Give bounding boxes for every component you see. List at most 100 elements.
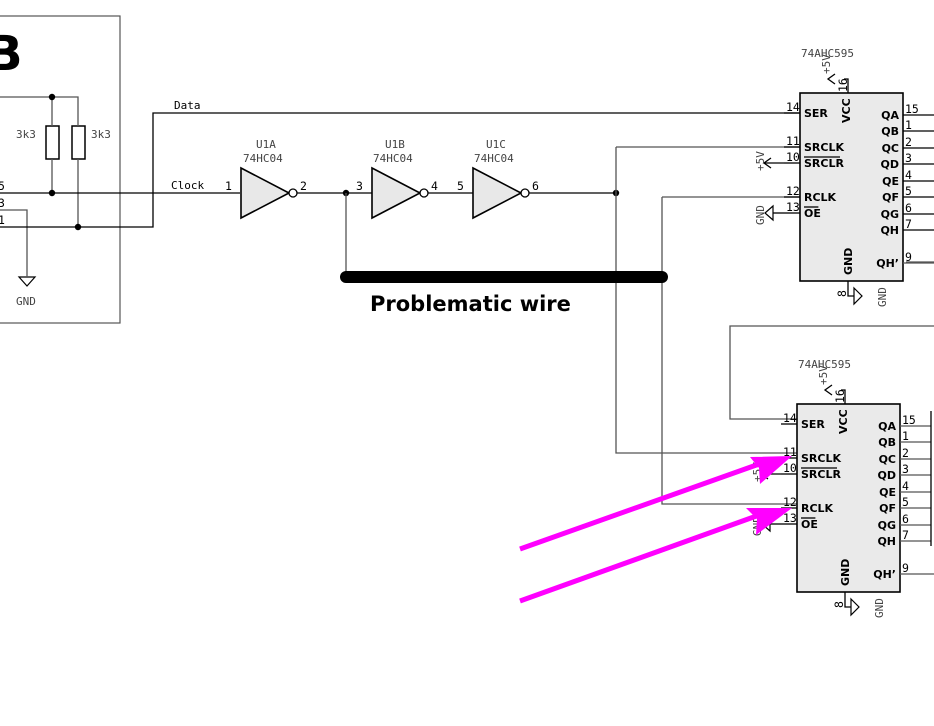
pin-name-qg: QG [878, 519, 896, 532]
inverter-ref: U1B [385, 138, 405, 151]
connector-pin-5: 5 [0, 179, 5, 193]
cascade-ser-wire[interactable] [729, 325, 934, 420]
chip-part-label: 74AHC595 [801, 47, 854, 60]
pin-name-rclk: RCLK [804, 191, 837, 204]
pin-number: 9 [902, 561, 909, 575]
pin-name-srclk: SRCLK [801, 452, 841, 465]
gnd-power-label: GND [876, 287, 889, 307]
inverter-part: 74HC04 [474, 152, 514, 165]
vcc-pin-number: 16 [836, 78, 850, 92]
inverter-bubble-icon [419, 188, 429, 198]
connector-block: B 3k3 3k3 5 3 1 GND [0, 15, 121, 324]
pin-number: 13 [786, 200, 800, 214]
annotation-arrows [519, 456, 792, 604]
clock-net-label: Clock [171, 179, 204, 192]
pin-name-qb: QB [881, 125, 899, 138]
inverter-part: 74HC04 [373, 152, 413, 165]
inverter-in-pin: 5 [457, 179, 464, 193]
pin-number: 13 [783, 511, 797, 525]
pin-name-qe: QE [879, 486, 896, 499]
inverter-u1a[interactable]: U1A 74HC04 1 2 [225, 138, 307, 220]
pin-name-oe: OE [804, 207, 821, 220]
pin-number: 15 [902, 413, 916, 427]
arrow-srclk-shaft [519, 460, 763, 552]
pin-number: 7 [905, 217, 912, 231]
pin-name-qh’: QH’ [876, 257, 899, 270]
resistor-r1-value: 3k3 [16, 128, 36, 141]
inverter-out-pin: 2 [300, 179, 307, 193]
pin-name-oe: OE [801, 518, 818, 531]
pin-number: 10 [783, 461, 797, 475]
vcc-pin-number: 16 [833, 389, 847, 403]
pin-number: 10 [786, 150, 800, 164]
pin-name-qf: QF [879, 502, 896, 515]
inverter-in-pin: 3 [356, 179, 363, 193]
srclk-wire[interactable] [615, 147, 800, 454]
pin-number: 6 [902, 512, 909, 526]
pin-name-qd: QD [878, 469, 896, 482]
resistor-r1[interactable] [45, 125, 60, 160]
pin-name-qh’: QH’ [873, 568, 896, 581]
pin-name-qf: QF [882, 191, 899, 204]
pin-number: 6 [905, 201, 912, 215]
pin-number: 1 [902, 429, 909, 443]
srclr-power-label: +5V [754, 151, 767, 171]
gnd-symbol-icon [853, 286, 863, 306]
chip-body [796, 403, 901, 593]
pin-number: 5 [902, 495, 909, 509]
inverter-triangle-icon [240, 166, 291, 220]
inverter-in-pin: 1 [225, 179, 232, 193]
power-5v-icon [826, 73, 836, 85]
pin-name-srclr: SRCLR [801, 468, 841, 481]
arrow-rclk-head-icon [746, 508, 792, 535]
vcc-pin-name: VCC [837, 409, 850, 434]
inverter-bubble-icon [520, 188, 530, 198]
vcc-power-label: +5V [817, 365, 830, 385]
pin-name-qb: QB [878, 436, 896, 449]
gnd-pin-number: 8 [835, 290, 849, 297]
oe-power-label: GND [754, 205, 767, 225]
inverter-out-pin: 4 [431, 179, 438, 193]
pin-name-srclr: SRCLR [804, 157, 844, 170]
pin-number: 11 [783, 445, 797, 459]
pin-name-qd: QD [881, 158, 899, 171]
power-5v-icon [823, 384, 833, 396]
power-5v-icon [762, 157, 772, 169]
data-net-wire[interactable] [0, 112, 800, 228]
resistor-r2[interactable] [71, 125, 86, 160]
chip-body [799, 92, 904, 282]
gnd-wire [0, 209, 28, 272]
data-net-label: Data [174, 99, 201, 112]
vcc-pin-name: VCC [840, 98, 853, 123]
inverter-triangle-icon [371, 166, 422, 220]
gnd-pin-name: GND [842, 248, 855, 275]
arrow-rclk-shaft [519, 511, 763, 604]
gnd-pin-name: GND [839, 559, 852, 586]
junction-dot [48, 93, 56, 101]
pin-number: 7 [902, 528, 909, 542]
arrow-srclk-head-icon [750, 456, 792, 484]
pin-number: 14 [783, 411, 797, 425]
inverter-u1b[interactable]: U1B 74HC04 3 4 [356, 138, 438, 220]
gnd-label: GND [16, 295, 36, 308]
rclk-wire[interactable] [661, 197, 800, 505]
connector-pin-1: 1 [0, 213, 5, 227]
pin-number: 2 [902, 446, 909, 460]
resistor-top-rail [0, 96, 79, 115]
pin-name-qe: QE [882, 175, 899, 188]
pin-number: 4 [902, 479, 909, 493]
resistor-r2-value: 3k3 [91, 128, 111, 141]
inverter-bubble-icon [288, 188, 298, 198]
pin-name-qh: QH [880, 224, 899, 237]
pin-name-srclk: SRCLK [804, 141, 844, 154]
gnd-symbol-icon [764, 204, 774, 222]
chip-part-label: 74AHC595 [798, 358, 851, 371]
inverter-ref: U1A [256, 138, 276, 151]
pin-number: 15 [905, 102, 919, 116]
inverter-u1c[interactable]: U1C 74HC04 5 6 [457, 138, 539, 220]
pin-name-rclk: RCLK [801, 502, 834, 515]
pin-name-ser: SER [801, 418, 825, 431]
